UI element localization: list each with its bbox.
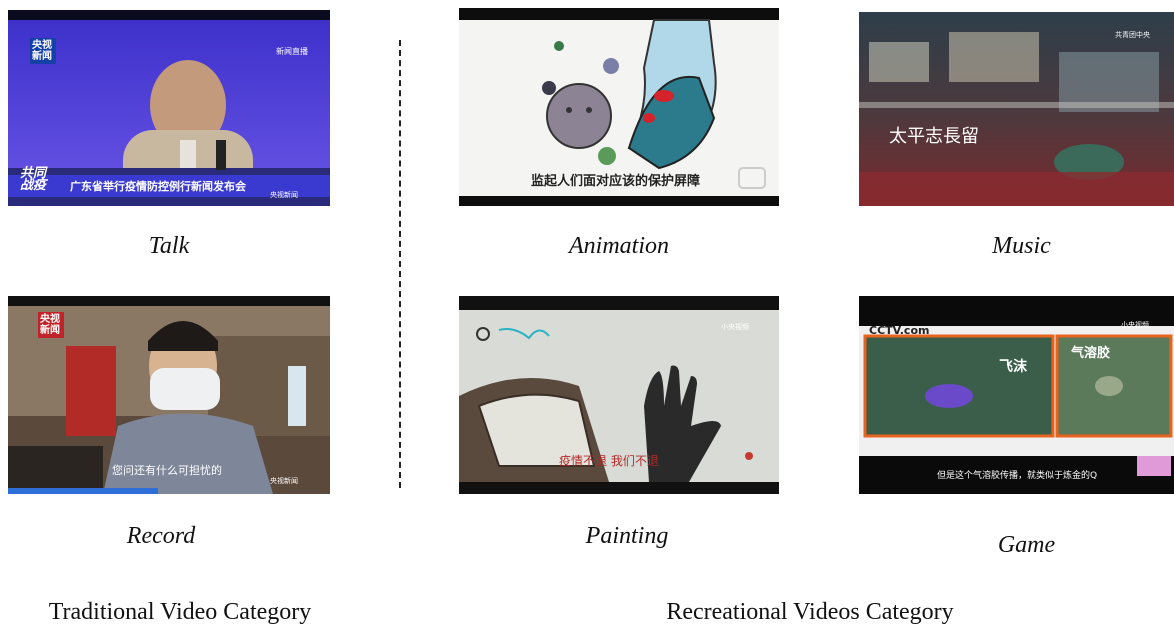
talk-scene <box>8 10 330 206</box>
caption-music: Music <box>992 233 1051 259</box>
talk-video-thumbnail[interactable]: 央视新闻 新闻直播 共同战疫 广东省举行疫情防控例行新闻发布会 央视新闻 <box>8 10 330 206</box>
talk-logo: 央视新闻 <box>30 38 56 64</box>
heading-recreational: Recreational Videos Category <box>666 599 954 625</box>
game-subtitle: 但是这个气溶胶传播，就类似于炼金的Q <box>937 471 1098 481</box>
talk-corner-text: 新闻直播 <box>276 47 308 56</box>
caption-painting: Painting <box>585 523 669 549</box>
talk-bottom-text: 央视新闻 <box>270 191 298 199</box>
animation-subtitle: 监起人们面对应该的保护屏障 <box>531 174 701 189</box>
painting-corner-text: 小央视频 <box>721 323 749 331</box>
music-video-thumbnail[interactable]: 太平志長留 共青团中央 <box>859 12 1174 206</box>
painting-video-thumbnail[interactable]: 疫情不退 我们不退 小央视频 <box>459 296 779 494</box>
game-video-thumbnail[interactable]: CCTV.com 飞沫 气溶胶 但是这个气溶胶传播，就类似于炼金的Q 小央视频 <box>859 296 1174 494</box>
music-scene <box>859 12 1174 206</box>
game-corner-text: 小央视频 <box>1121 321 1149 329</box>
record-bottom-text: 央视新闻 <box>270 477 298 485</box>
music-corner-text: 共青团中央 <box>1115 31 1150 39</box>
category-divider <box>399 40 401 488</box>
caption-record: Record <box>126 523 196 549</box>
caption-animation: Animation <box>569 233 669 259</box>
record-logo: 央视新闻 <box>38 312 64 338</box>
painting-subtitle: 疫情不退 我们不退 <box>559 454 659 468</box>
game-logo: CCTV.com <box>869 324 930 337</box>
caption-game: Game <box>997 532 1056 558</box>
talk-banner-tag: 共同战疫 <box>20 166 47 193</box>
record-video-thumbnail[interactable]: 央视新闻 您问还有什么可担忧的 央视新闻 <box>8 296 330 494</box>
game-scene <box>859 296 1174 494</box>
heading-traditional: Traditional Video Category <box>48 599 312 625</box>
animation-video-thumbnail[interactable]: 监起人们面对应该的保护屏障 <box>459 8 779 206</box>
game-label-right: 气溶胶 <box>1071 346 1111 361</box>
painting-scene <box>459 296 779 494</box>
record-subtitle: 您问还有什么可担忧的 <box>112 464 222 477</box>
caption-talk: Talk <box>148 233 190 259</box>
talk-banner-text: 广东省举行疫情防控例行新闻发布会 <box>70 180 246 193</box>
music-title-text: 太平志長留 <box>889 126 979 147</box>
game-label-left: 飞沫 <box>999 359 1027 375</box>
animation-scene <box>459 8 779 206</box>
